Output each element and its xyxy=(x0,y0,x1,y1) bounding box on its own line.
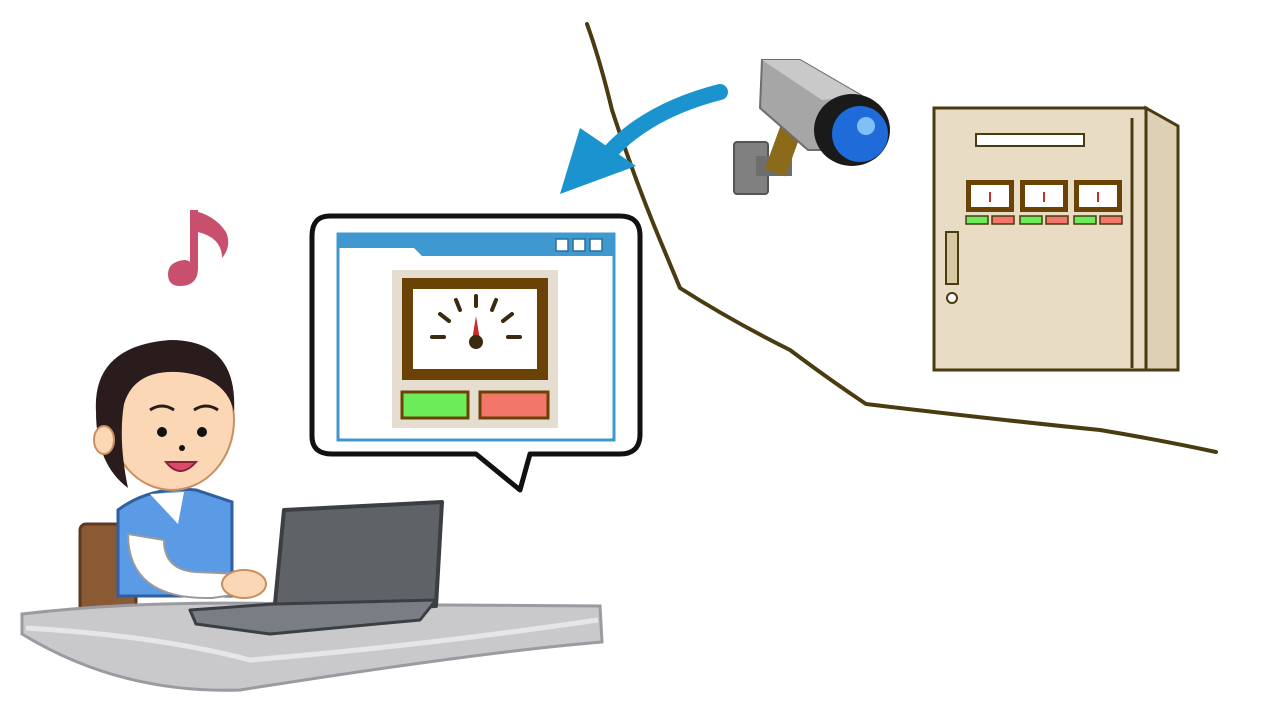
laptop xyxy=(188,500,444,636)
cabinet-gauge xyxy=(1073,180,1123,225)
boundary-line xyxy=(585,22,1218,454)
window-controls xyxy=(555,238,603,252)
window-control-button xyxy=(555,238,569,252)
gauge-needle xyxy=(472,316,480,340)
eye xyxy=(157,427,167,437)
arm xyxy=(126,532,241,600)
cabinet-lock xyxy=(946,292,958,304)
window-control-button xyxy=(572,238,586,252)
curved-arrow-icon xyxy=(560,84,728,194)
music-note-icon xyxy=(168,210,229,286)
eye xyxy=(197,427,207,437)
security-camera-icon xyxy=(733,59,890,195)
hair xyxy=(95,340,235,488)
monitor-window xyxy=(336,232,616,442)
window-control-button xyxy=(589,238,603,252)
desk xyxy=(20,601,604,692)
green-status-button xyxy=(400,390,470,420)
cabinet-handle xyxy=(945,231,959,285)
office-worker xyxy=(78,340,267,618)
red-status-button xyxy=(478,390,550,420)
cabinet-nameplate xyxy=(975,133,1085,147)
control-cabinet xyxy=(932,105,1180,372)
ear xyxy=(93,425,115,455)
cabinet-gauge xyxy=(965,180,1015,225)
smile xyxy=(163,461,199,472)
cabinet-gauge xyxy=(1019,180,1069,225)
gauge-meter xyxy=(402,278,548,380)
